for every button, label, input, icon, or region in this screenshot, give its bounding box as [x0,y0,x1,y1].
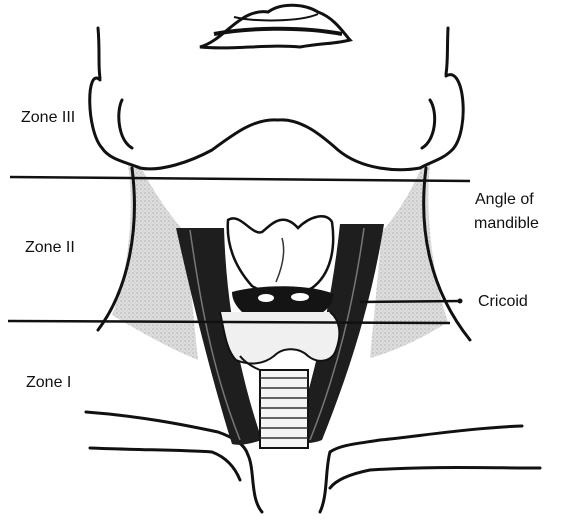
angle-of-mandible-label-line2: mandible [474,215,539,232]
mandible-angle-line [10,177,470,181]
trachea [260,370,308,448]
cricoid-label: Cricoid [478,293,528,310]
cricoid-pointer-dot [458,299,463,304]
angle-of-mandible-label-line1: Angle of [475,191,534,208]
thyroid-cartilage [228,216,333,293]
zone-i-label: Zone I [26,374,71,391]
cricoid-pointer [360,301,462,302]
zone-ii-label: Zone II [25,239,75,256]
mouth [200,5,350,48]
face-outline [90,28,463,170]
zone-iii-label: Zone III [21,109,75,126]
